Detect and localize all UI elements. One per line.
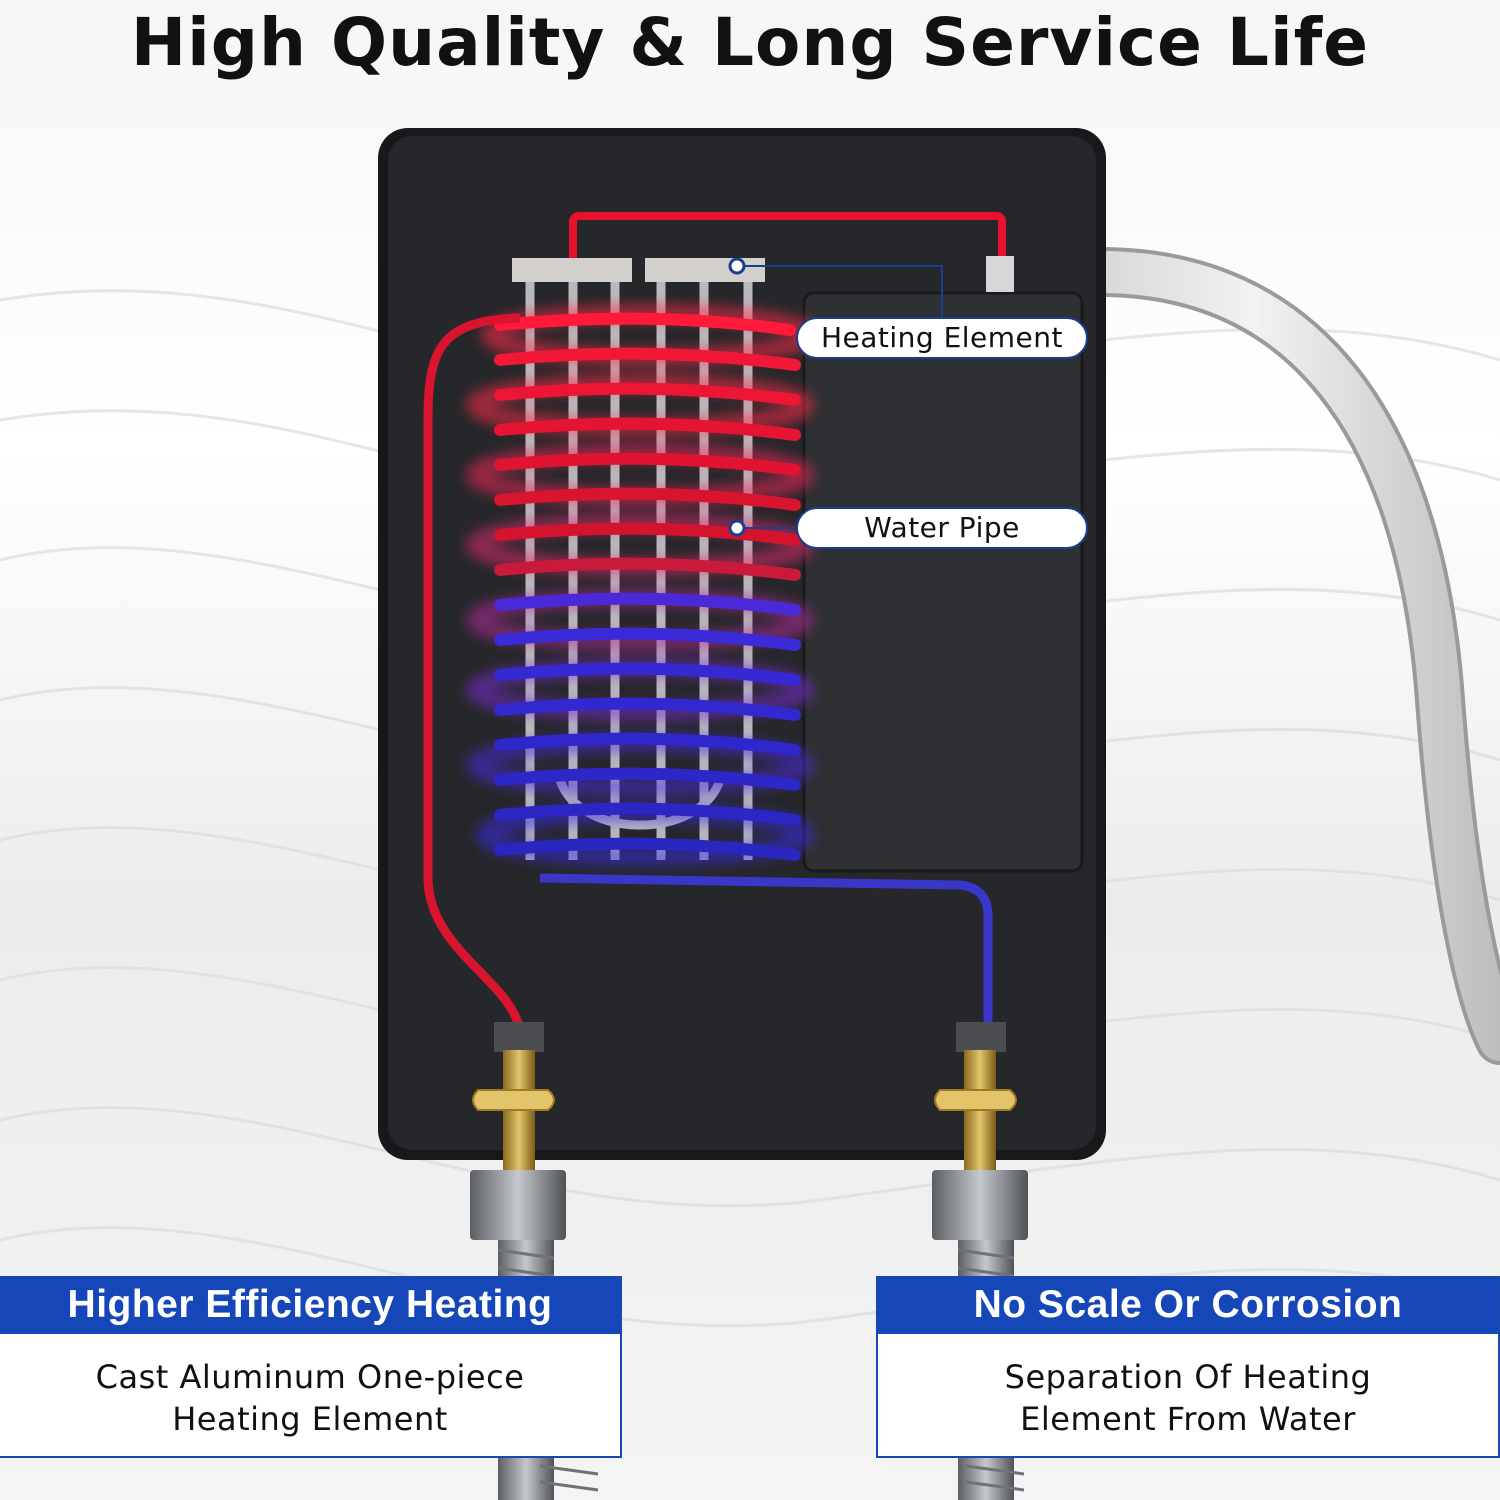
right-fitting bbox=[932, 1022, 1028, 1240]
water-pipe-marker bbox=[728, 519, 746, 537]
feature-box-no-scale: No Scale Or Corrosion Separation Of Heat… bbox=[876, 1276, 1500, 1458]
feature-body: Cast Aluminum One-piece Heating Element bbox=[0, 1334, 620, 1440]
feature-box-efficiency: Higher Efficiency Heating Cast Aluminum … bbox=[0, 1276, 622, 1458]
power-wire bbox=[569, 212, 1006, 292]
rod-bend bbox=[555, 778, 725, 830]
feature-body-line: Element From Water bbox=[1020, 1400, 1356, 1438]
water-pipe-coils bbox=[466, 304, 819, 866]
hot-water-pipe bbox=[423, 313, 525, 1032]
cold-water-pipe bbox=[539, 873, 993, 1030]
feature-heading: Higher Efficiency Heating bbox=[0, 1278, 620, 1334]
heating-element-label: Heating Element bbox=[796, 317, 1088, 359]
left-fitting bbox=[470, 1022, 566, 1240]
feature-heading: No Scale Or Corrosion bbox=[878, 1278, 1498, 1334]
power-cable bbox=[985, 247, 1500, 1065]
water-pipe-label: Water Pipe bbox=[796, 507, 1088, 549]
page-title: High Quality & Long Service Life bbox=[130, 4, 1370, 81]
terminal-blocks bbox=[512, 258, 765, 282]
feature-body-line: Cast Aluminum One-piece bbox=[95, 1358, 525, 1396]
feature-body-line: Heating Element bbox=[172, 1400, 448, 1438]
heating-element-marker bbox=[728, 257, 746, 275]
cable-grommet bbox=[986, 256, 1014, 292]
feature-body-line: Separation Of Heating bbox=[1004, 1358, 1372, 1396]
feature-body: Separation Of Heating Element From Water bbox=[878, 1334, 1498, 1440]
callout-leaders bbox=[745, 265, 943, 529]
